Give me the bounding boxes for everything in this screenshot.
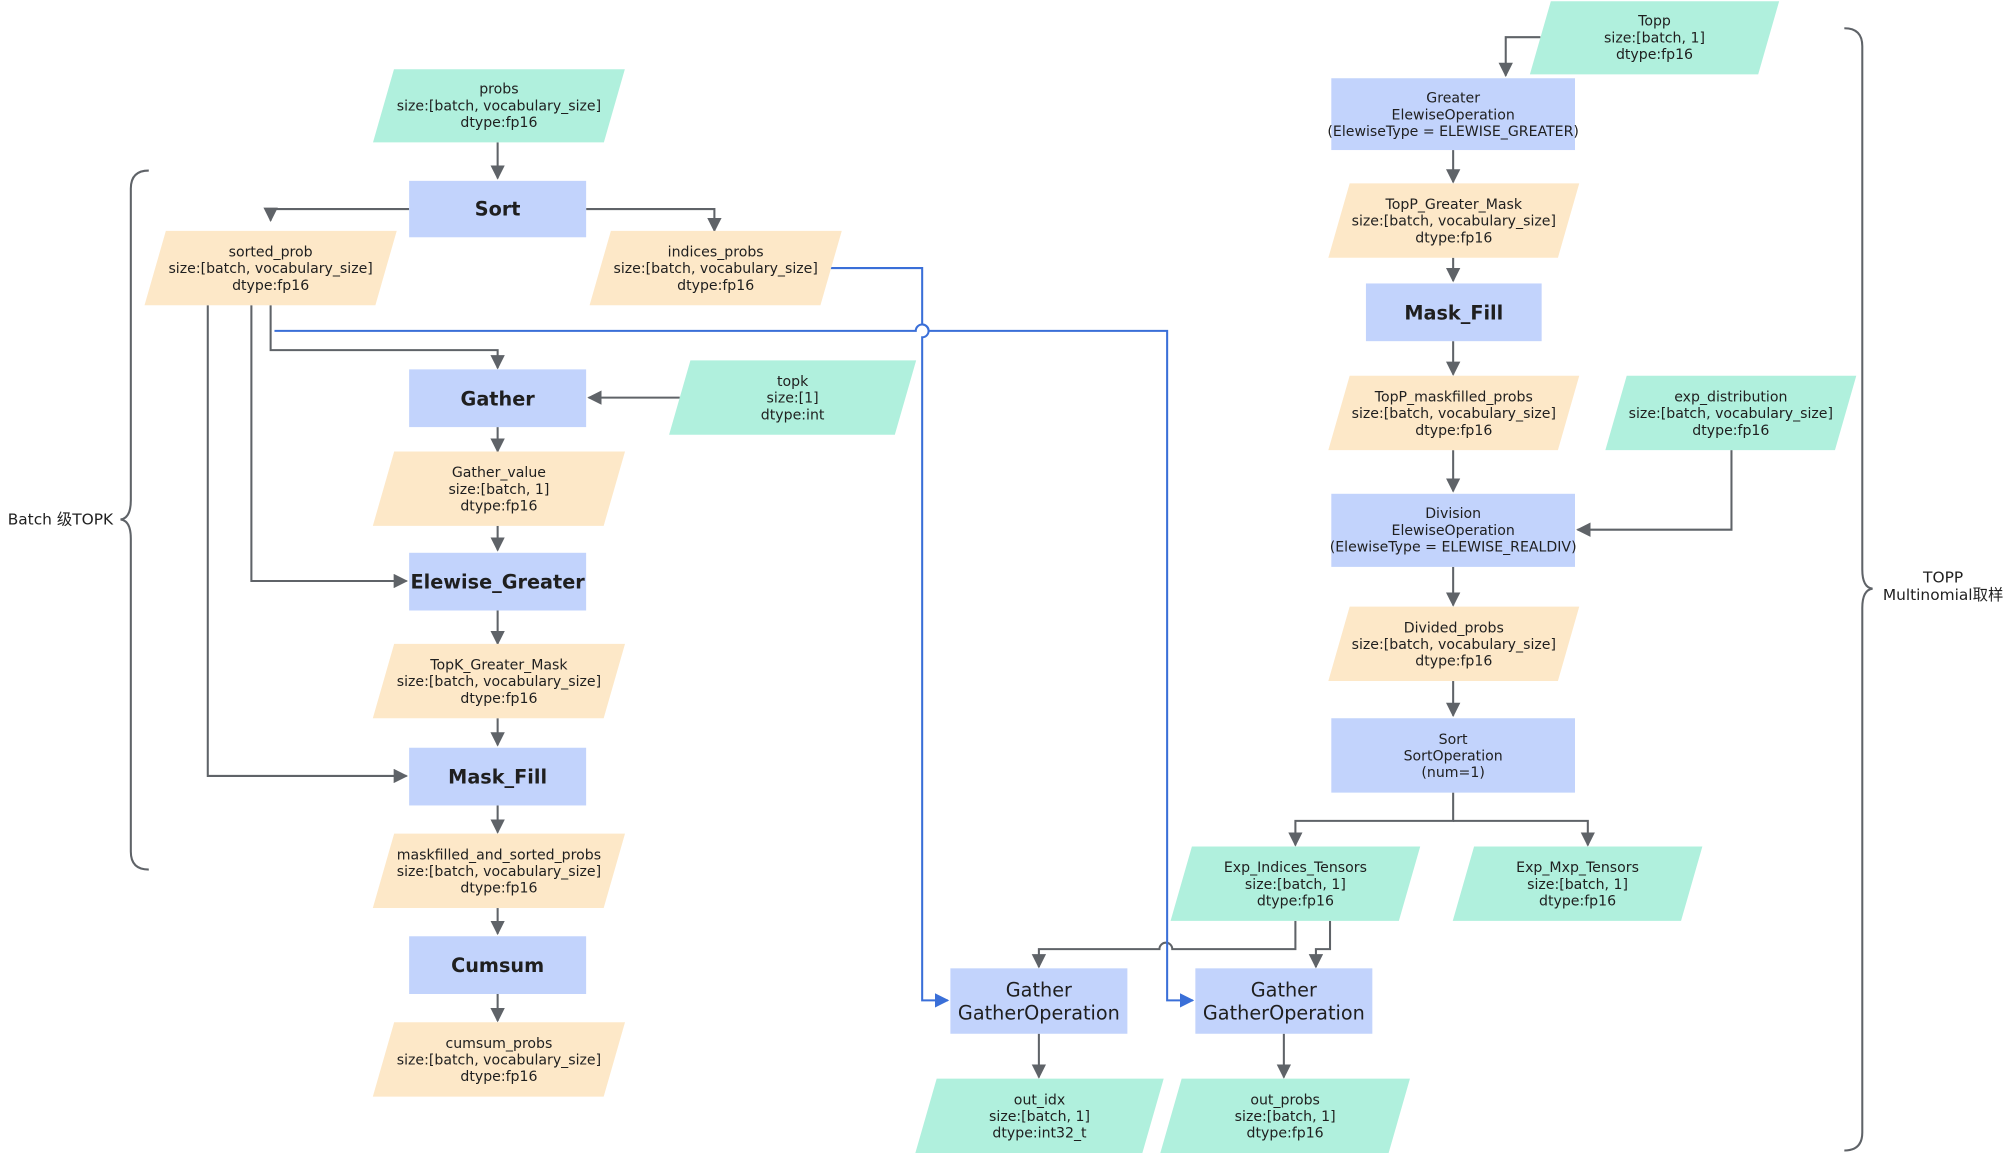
exp-mxp-tensor: Exp_Mxp_Tensors size:[batch, 1] dtype:fp… bbox=[1463, 846, 1691, 920]
edge-expidx-gather1 bbox=[1031, 920, 1297, 969]
cumsum-probs-tensor: cumsum_probs size:[batch, vocabulary_siz… bbox=[383, 1022, 614, 1096]
edge-sort-indices bbox=[586, 208, 722, 233]
exp-distribution-tensor: exp_distribution size:[batch, vocabulary… bbox=[1616, 376, 1846, 450]
cumsum-op: Cumsum bbox=[409, 936, 587, 994]
edge-sort-sorted-prob bbox=[263, 207, 410, 223]
topp-greater-mask-tensor: TopP_Greater_Mask size:[batch, vocabular… bbox=[1339, 183, 1569, 257]
edge-sorted-gather2 bbox=[274, 323, 1195, 1008]
out-probs-tensor: out_probs size:[batch, 1] dtype:fp16 bbox=[1171, 1079, 1399, 1153]
topp-maskfilled-tensor: TopP_maskfilled_probs size:[batch, vocab… bbox=[1339, 376, 1569, 450]
greater-elewise-op: Greater ElewiseOperation (ElewiseType = … bbox=[1327, 78, 1579, 151]
gather-op: Gather bbox=[409, 369, 587, 428]
edge-exp-division bbox=[1576, 450, 1733, 537]
gather-operation-2: Gather GatherOperation bbox=[1195, 968, 1373, 1034]
edge-sorted-gather bbox=[269, 305, 505, 370]
edge-sort-expmxp bbox=[1453, 819, 1596, 847]
indices-probs-tensor: indices_probs size:[batch, vocabulary_si… bbox=[600, 231, 831, 305]
out-idx-tensor: out_idx size:[batch, 1] dtype:int32_t bbox=[926, 1079, 1153, 1153]
topp-tensor: Topp size:[batch, 1] dtype:fp16 bbox=[1540, 1, 1768, 74]
topk-greater-mask-tensor: TopK_Greater_Mask size:[batch, vocabular… bbox=[383, 644, 614, 718]
topk-tensor: topk size:[1] dtype:int bbox=[680, 360, 906, 434]
edge-sorted-maskfill bbox=[206, 305, 409, 784]
topk-brace bbox=[120, 169, 149, 871]
sorted-prob-tensor: sorted_prob size:[batch, vocabulary_size… bbox=[155, 231, 386, 305]
edge-expidx-gather2 bbox=[1308, 920, 1332, 969]
sort-operation: Sort SortOperation (num=1) bbox=[1331, 718, 1575, 793]
edge-sort-expidx bbox=[1288, 792, 1455, 847]
maskfilled-sorted-tensor: maskfilled_and_sorted_probs size:[batch,… bbox=[383, 834, 614, 908]
gather-value-tensor: Gather_value size:[batch, 1] dtype:fp16 bbox=[383, 451, 614, 525]
edge-topp-greater bbox=[1498, 36, 1541, 78]
sort-op: Sort bbox=[409, 180, 587, 238]
exp-indices-tensor: Exp_Indices_Tensors size:[batch, 1] dtyp… bbox=[1181, 846, 1409, 920]
gather-operation-1: Gather GatherOperation bbox=[950, 968, 1128, 1034]
mask-fill-op-right: Mask_Fill bbox=[1365, 283, 1542, 342]
mask-fill-op-left: Mask_Fill bbox=[409, 747, 587, 806]
topp-brace bbox=[1844, 27, 1873, 1152]
divided-probs-tensor: Divided_probs size:[batch, vocabulary_si… bbox=[1339, 607, 1569, 681]
topp-group-label: TOPP Multinomial取样 bbox=[1882, 568, 2004, 605]
topk-group-label: Batch 级TOPK bbox=[7, 510, 114, 529]
edge-sorted-elewise bbox=[250, 305, 409, 589]
division-elewise-op: Division ElewiseOperation (ElewiseType =… bbox=[1330, 493, 1577, 567]
probs-tensor: probs size:[batch, vocabulary_size] dtyp… bbox=[383, 69, 614, 142]
elewise-greater-op: Elewise_Greater bbox=[409, 552, 587, 611]
